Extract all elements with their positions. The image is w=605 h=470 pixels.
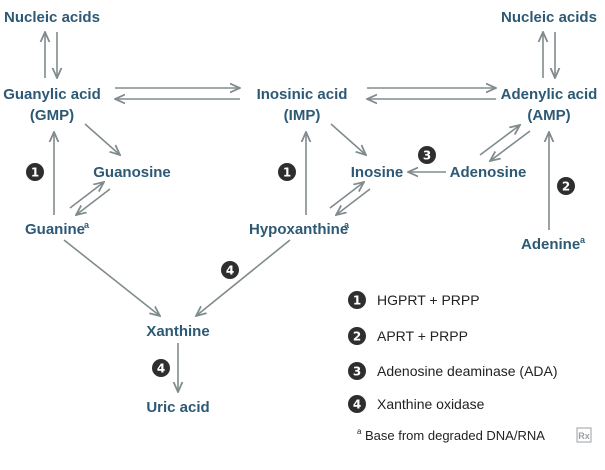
arrow-guanine-to-guanosine <box>69 182 104 209</box>
svg-text:1: 1 <box>353 294 361 308</box>
step-badge-hypoxanthine-to-xanthine: 4 <box>221 261 239 279</box>
node-adenine-superscript: a <box>580 235 586 245</box>
node-nucleic-acids-left: Nucleic acids <box>4 9 100 26</box>
node-imp: (IMP) <box>284 107 321 124</box>
step-badge-guanine-to-gmp: 1 <box>26 163 44 181</box>
node-hypoxanthine-superscript: a <box>344 220 350 230</box>
node-guanine-superscript: a <box>84 220 90 230</box>
legend-label: Adenosine deaminase (ADA) <box>377 363 558 379</box>
step-badge-adenosine-to-inosine: 3 <box>418 146 436 164</box>
node-guanine: Guanine <box>25 221 85 238</box>
node-hypoxanthine: Hypoxanthine <box>249 221 348 238</box>
node-inosine: Inosine <box>351 164 404 181</box>
svg-text:2: 2 <box>562 180 570 194</box>
step-badge-adenine-to-amp: 2 <box>557 177 575 195</box>
svg-text:4: 4 <box>157 362 165 376</box>
footnote-text: Base from degraded DNA/RNA <box>365 428 545 443</box>
node-adenine: Adenine <box>521 236 580 253</box>
legend: 1 HGPRT + PRPP 2 APRT + PRPP 3 Adenosine… <box>348 291 558 413</box>
legend-item: 3 Adenosine deaminase (ADA) <box>348 362 558 380</box>
arrow-gmp-to-guanosine <box>84 123 120 155</box>
step-badge-hypoxanthine-to-imp: 1 <box>278 163 296 181</box>
arrow-guanosine-to-guanine <box>76 188 111 215</box>
svg-text:3: 3 <box>423 149 431 163</box>
node-nucleic-acids-right: Nucleic acids <box>501 9 597 26</box>
footnote-marker: a <box>357 427 362 436</box>
svg-text:Rx: Rx <box>578 431 590 441</box>
arrow-adenosine-to-amp <box>479 125 520 156</box>
node-adenosine: Adenosine <box>450 164 527 181</box>
legend-item: 1 HGPRT + PRPP <box>348 291 480 309</box>
arrow-hypoxanthine-to-xanthine <box>196 239 291 316</box>
legend-item: 4 Xanthine oxidase <box>348 395 485 413</box>
legend-label: APRT + PRPP <box>377 328 468 344</box>
node-gmp: (GMP) <box>30 107 74 124</box>
node-uric-acid: Uric acid <box>146 399 209 416</box>
node-adenylic-acid: Adenylic acid <box>501 86 598 103</box>
node-inosinic-acid: Inosinic acid <box>257 86 348 103</box>
arrow-amp-to-adenosine <box>490 130 531 161</box>
node-amp: (AMP) <box>527 107 570 124</box>
svg-text:1: 1 <box>283 166 291 180</box>
rx-logo: Rx <box>576 427 592 443</box>
legend-item: 2 APRT + PRPP <box>348 327 468 345</box>
arrow-imp-to-inosine <box>330 123 366 155</box>
arrow-guanine-to-xanthine <box>63 239 160 316</box>
legend-label: HGPRT + PRPP <box>377 292 480 308</box>
svg-text:4: 4 <box>226 264 234 278</box>
svg-text:4: 4 <box>353 398 361 412</box>
node-xanthine: Xanthine <box>146 323 209 340</box>
node-guanylic-acid: Guanylic acid <box>3 86 101 103</box>
svg-text:1: 1 <box>31 166 39 180</box>
step-badge-xanthine-to-uric-acid: 4 <box>152 359 170 377</box>
svg-text:3: 3 <box>353 365 361 379</box>
node-guanosine: Guanosine <box>93 164 171 181</box>
arrow-hypoxanthine-to-inosine <box>329 182 364 209</box>
svg-text:2: 2 <box>353 330 361 344</box>
legend-label: Xanthine oxidase <box>377 396 485 412</box>
arrow-inosine-to-hypoxanthine <box>336 188 371 215</box>
